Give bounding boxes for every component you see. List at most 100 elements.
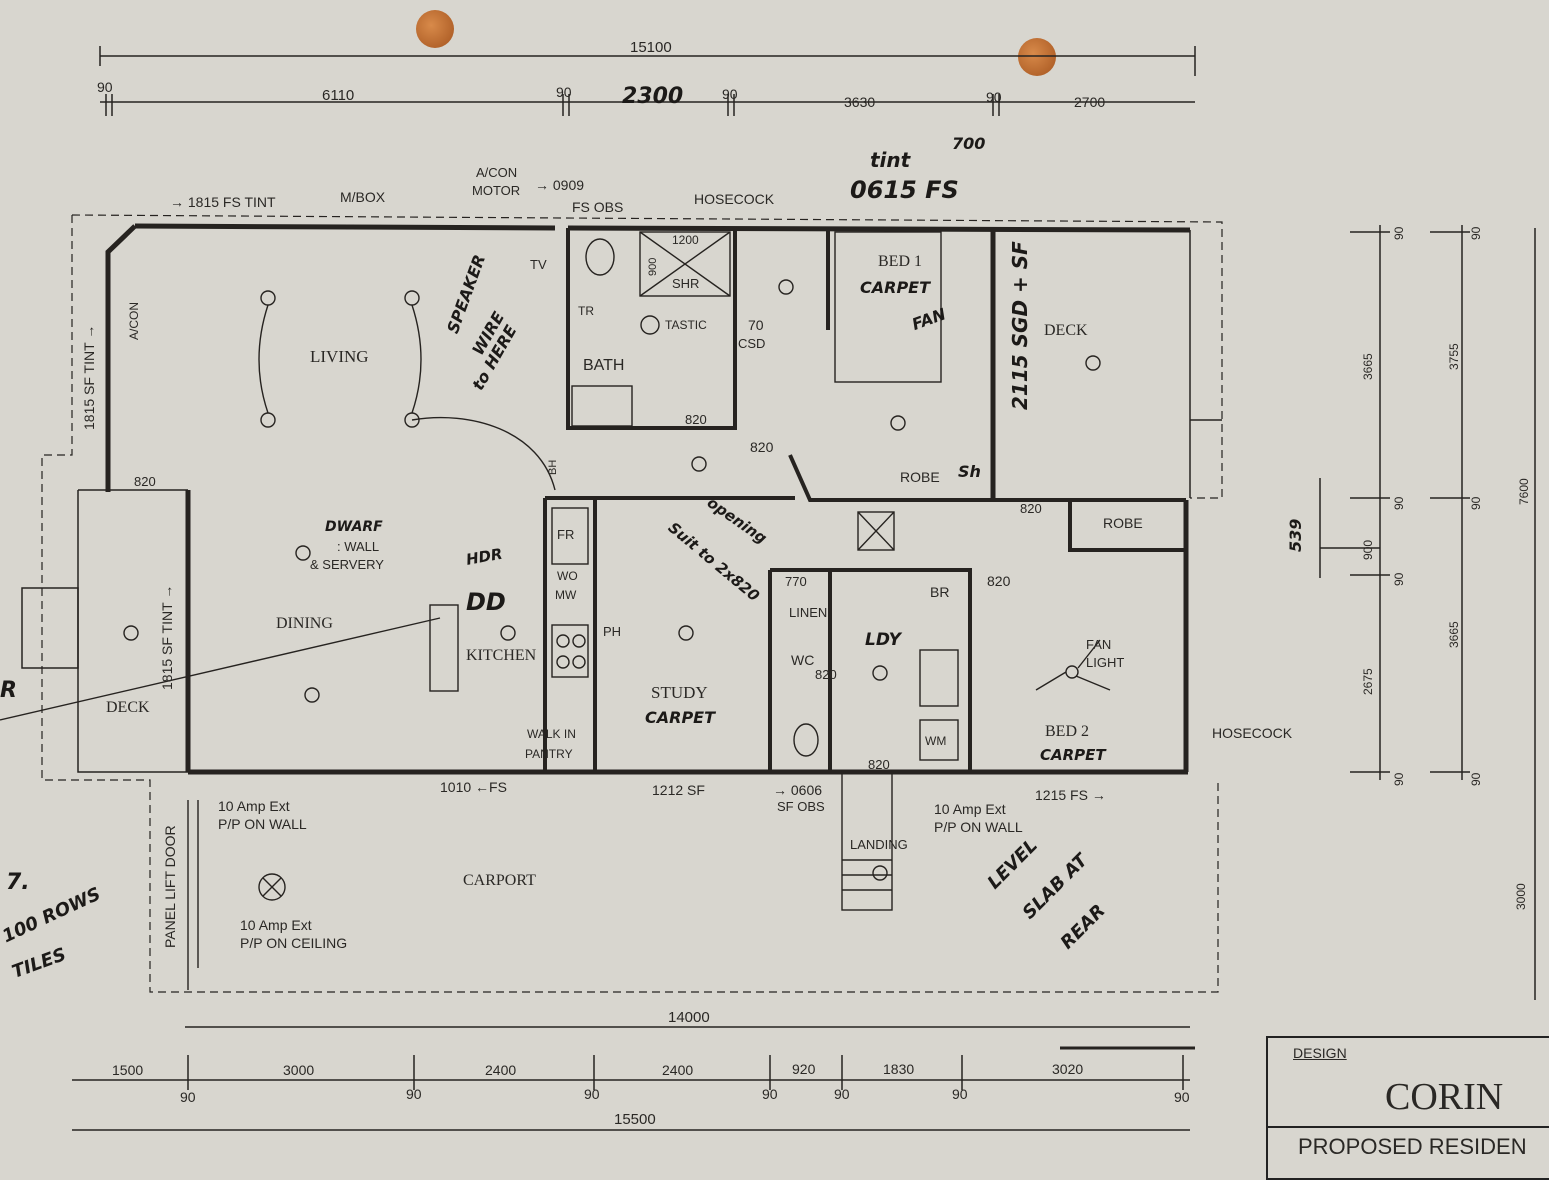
label-living: LIVING [310, 347, 369, 366]
label-csd1: 70 [748, 317, 764, 333]
label-entry-820: 820 [134, 474, 156, 489]
top-dimension-lines [99, 46, 1196, 116]
label-win-1815-fs: → 1815 FS TINT [170, 194, 276, 210]
label-mbox: M/BOX [340, 189, 386, 205]
pin-right [1018, 38, 1056, 76]
label-r1-90a: 90 [1392, 226, 1406, 240]
label-win-0606b: SF OBS [777, 799, 825, 814]
label-r2-3665: 3665 [1447, 621, 1461, 648]
fixtures [0, 231, 1111, 990]
label-fr: FR [557, 527, 575, 542]
label-b3000: 3000 [283, 1062, 315, 1078]
label-csd2: CSD [738, 336, 766, 351]
label-r2-90b: 90 [1469, 496, 1483, 510]
label-r2-3000: 3000 [1514, 883, 1528, 910]
label-bed2: BED 2 [1045, 723, 1089, 740]
label-dim-t-6110: 6110 [322, 87, 355, 104]
label-d1200: 1200 [672, 233, 699, 247]
label-bed1: BED 1 [878, 253, 922, 270]
label-dim-t-90c: 90 [722, 86, 738, 102]
label-pantry1: WALK IN [527, 727, 576, 741]
label-win-1010: 1010 ←FS [440, 779, 507, 795]
label-hosecock-top: HOSECOCK [694, 191, 775, 207]
label-dd: DD [466, 588, 506, 616]
label-dim-t-90b: 90 [556, 84, 572, 100]
label-ldy-820: 820 [868, 757, 890, 772]
label-dim-15500: 15500 [614, 1111, 656, 1128]
label-r1-90c: 90 [1392, 572, 1406, 586]
label-r-539: 539 [1286, 518, 1305, 552]
label-note-0615: 0615 FS [850, 176, 959, 204]
label-kitchen: KITCHEN [466, 647, 537, 664]
label-b2400a: 2400 [485, 1062, 517, 1078]
label-r1-900: 900 [1361, 539, 1375, 560]
label-ph: PH [603, 624, 622, 639]
label-dim-t-2700: 2700 [1074, 94, 1106, 110]
label-deck-l: DECK [106, 699, 150, 716]
label-hosecock-r: HOSECOCK [1212, 725, 1293, 741]
bottom-dimension-lines [72, 1026, 1195, 1131]
label-wc: WC [791, 652, 815, 668]
label-tr: TR [578, 304, 594, 318]
label-ldy: LDY [865, 630, 901, 650]
label-win-1815-sf-b: 1815 SF TINT → [159, 584, 175, 690]
label-pp2b: P/P ON WALL [934, 819, 1023, 835]
label-dim-t-3630: 3630 [844, 94, 876, 110]
label-carport: CARPORT [463, 872, 536, 889]
label-br: BR [930, 584, 950, 600]
label-tv: TV [530, 257, 547, 272]
label-bed1-carpet: CARPET [860, 278, 931, 297]
label-pp1a: 10 Amp Ext [218, 798, 290, 814]
label-panel-door: PANEL LIFT DOOR [162, 825, 178, 948]
label-b90e: 90 [834, 1086, 850, 1102]
label-subtitle: PROPOSED RESIDEN [1298, 1134, 1527, 1159]
label-fan-light1: FAN [1086, 637, 1112, 652]
label-pp3a: 10 Amp Ext [240, 917, 312, 933]
label-note-tint: tint [870, 148, 911, 172]
label-r2-3755: 3755 [1447, 343, 1461, 370]
label-win-0909: → 0909 [535, 177, 585, 193]
label-edge4: R [0, 678, 17, 703]
pin-left [416, 10, 454, 48]
label-r3-7600: 7600 [1517, 478, 1531, 505]
label-bed2-820: 820 [987, 573, 1011, 589]
label-win-1212: 1212 SF [652, 782, 705, 798]
label-pp2a: 10 Amp Ext [934, 801, 1006, 817]
label-tastic: TASTIC [665, 318, 707, 332]
label-dim-total-top: 15100 [630, 39, 672, 56]
external-walls [105, 223, 1191, 775]
label-wo: WO [557, 569, 578, 583]
label-acon-motor1: A/CON [476, 165, 518, 180]
label-study-carpet: CARPET [645, 708, 716, 727]
label-b90b: 90 [406, 1086, 422, 1102]
label-acon: A/CON [127, 301, 141, 340]
deck-outlines [21, 230, 1222, 773]
label-bh: BH [547, 459, 559, 475]
label-bath-820: 820 [685, 412, 707, 427]
label-r1-2675: 2675 [1361, 668, 1375, 695]
label-linen: LINEN [789, 605, 828, 620]
label-acon-motor2: MOTOR [472, 183, 521, 198]
label-edge1: 7. [6, 870, 30, 895]
label-landing: LANDING [850, 837, 908, 852]
label-d770: 770 [785, 574, 807, 589]
label-dining: DINING [276, 615, 333, 632]
label-b2400b: 2400 [662, 1062, 694, 1078]
label-wm: WM [925, 734, 947, 748]
label-hall-820: 820 [750, 439, 774, 455]
label-robe2: ROBE [1103, 515, 1143, 531]
label-dim-t-2300: 2300 [622, 84, 684, 109]
label-b90d: 90 [762, 1086, 778, 1102]
label-title: CORIN [1385, 1076, 1504, 1118]
label-design: DESIGN [1293, 1045, 1347, 1061]
label-win-0909b: FS OBS [572, 199, 624, 215]
label-b90g: 90 [1174, 1089, 1190, 1105]
label-r2-90c: 90 [1469, 772, 1483, 786]
label-d900: 900 [647, 257, 659, 276]
label-win-0606a: → 0606 [773, 782, 823, 798]
label-dwarf2: : WALL [337, 539, 380, 554]
label-deck-r: DECK [1044, 322, 1088, 339]
label-robe2-820: 820 [1020, 501, 1042, 516]
label-win-1215: 1215 FS → [1035, 787, 1106, 803]
